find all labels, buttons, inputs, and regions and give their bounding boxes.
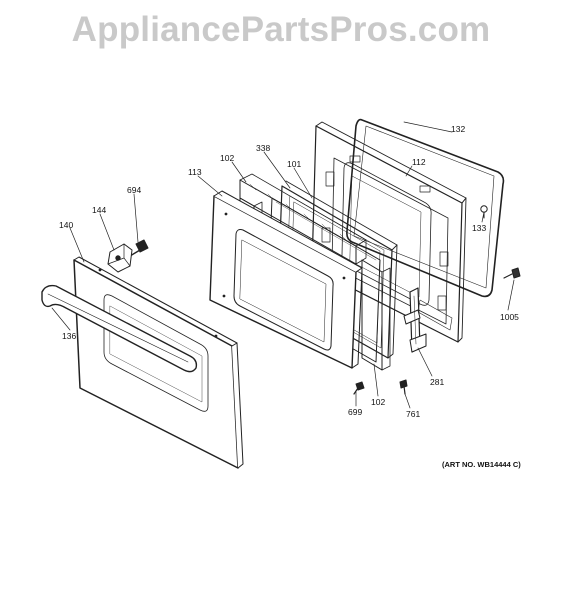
callout-133: 133 [472, 223, 486, 233]
door-liner-frame [209, 190, 363, 369]
callout-761: 761 [406, 409, 420, 419]
door-hinge [403, 287, 427, 353]
door-handle [41, 284, 198, 373]
insulation-right [361, 259, 391, 371]
callout-101: 101 [287, 159, 301, 169]
art-number: (ART NO. WB14444 C) [442, 460, 521, 469]
handle-screw [129, 239, 149, 257]
outer-door-panel [73, 256, 244, 469]
callout-281: 281 [430, 377, 444, 387]
callout-102-bottom: 102 [371, 397, 385, 407]
door-gasket [346, 118, 505, 298]
callout-338: 338 [256, 143, 270, 153]
insulation-upper [239, 173, 367, 265]
liner-screw [353, 381, 365, 395]
watermark-logo: AppliancePartsPros.com [71, 10, 491, 49]
callout-1005: 1005 [500, 312, 519, 322]
callout-102-top: 102 [220, 153, 234, 163]
callout-113: 113 [188, 167, 202, 177]
callout-labels: 132 112 338 101 102 113 694 144 140 136 … [59, 124, 519, 419]
callout-144: 144 [92, 205, 106, 215]
callout-140: 140 [59, 220, 73, 230]
hinge-screw [503, 267, 521, 279]
callout-132: 132 [451, 124, 465, 134]
hinge-mount-screw [399, 379, 408, 395]
callout-694: 694 [127, 185, 141, 195]
callout-136: 136 [62, 331, 76, 341]
callout-699: 699 [348, 407, 362, 417]
handle-end-cap [107, 243, 133, 273]
callout-112: 112 [412, 157, 426, 167]
leader-lines [51, 121, 515, 409]
